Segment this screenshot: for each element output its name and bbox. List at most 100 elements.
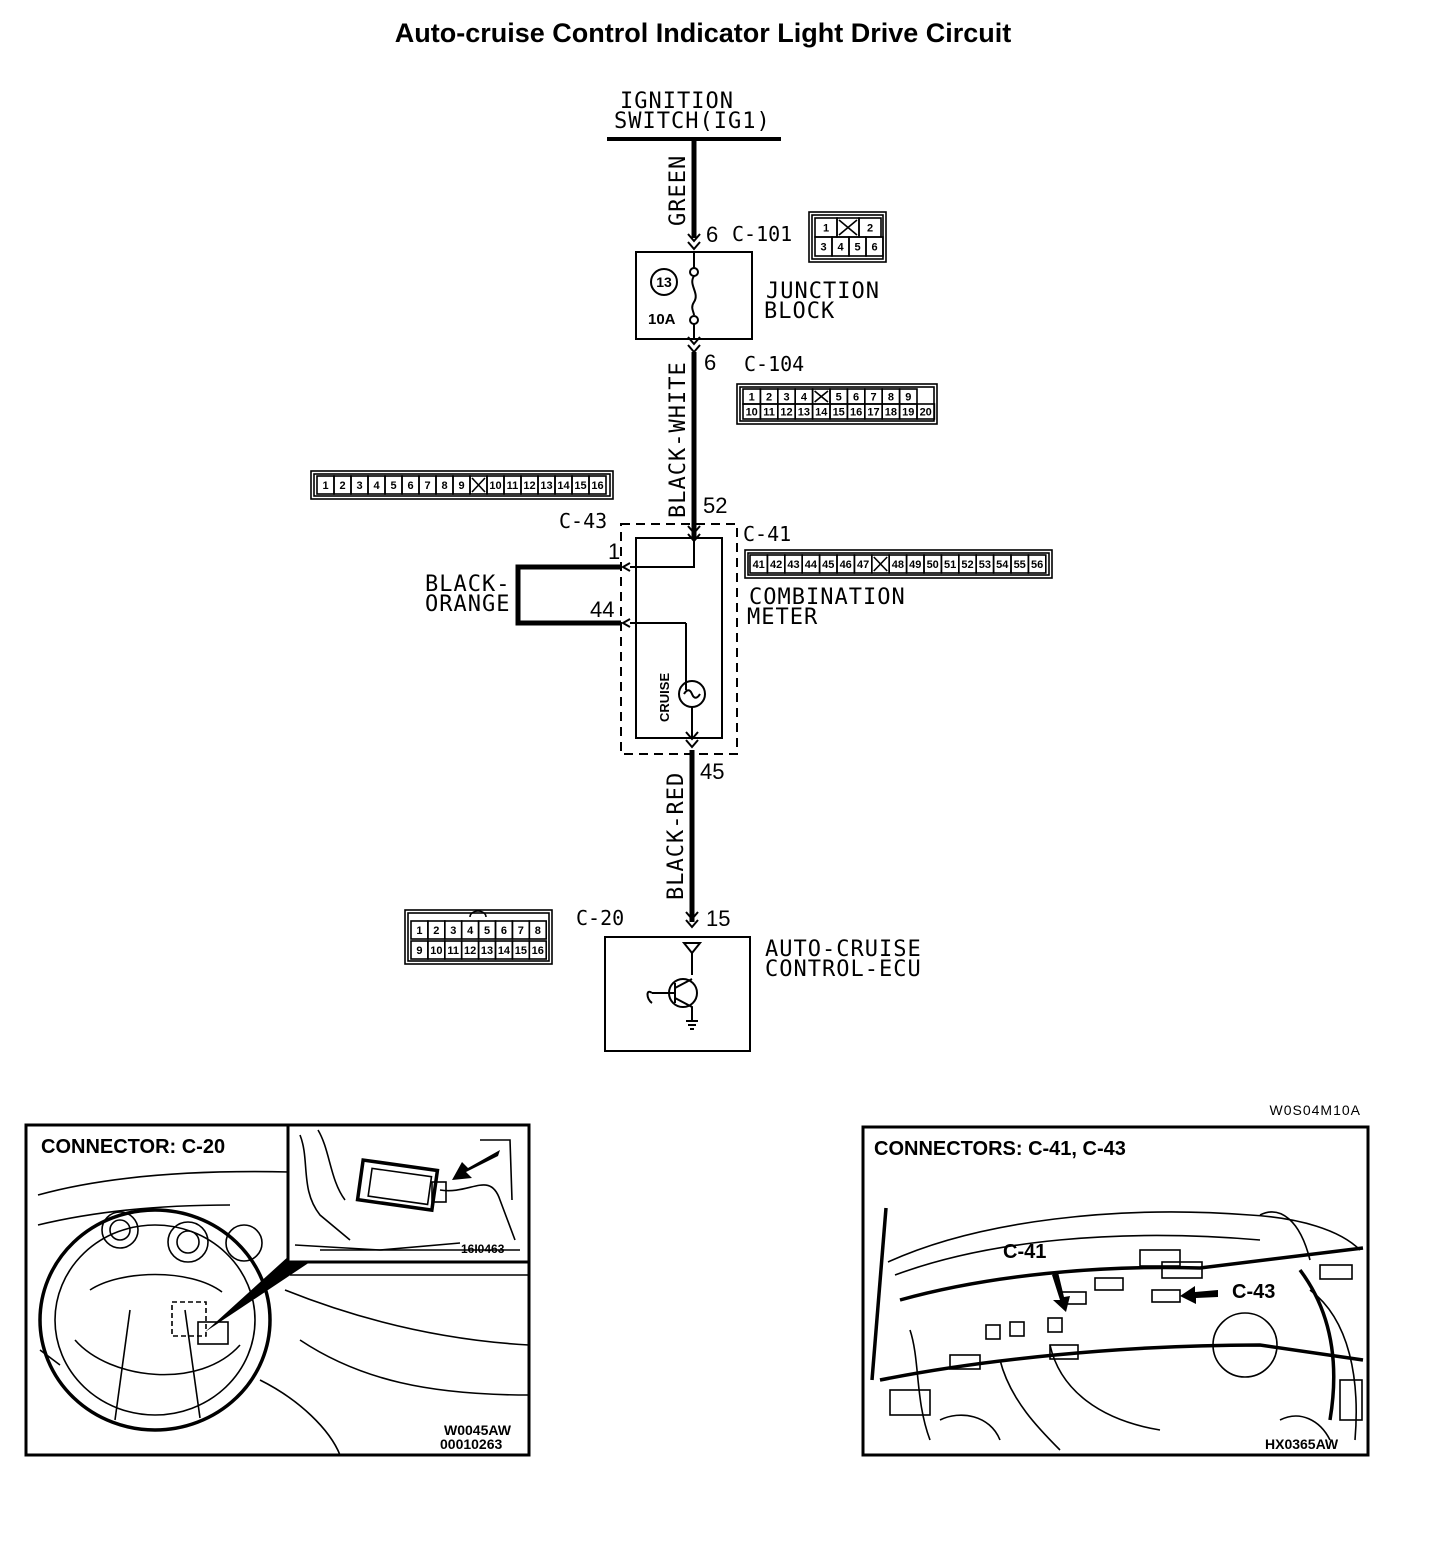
connector-pin-number: 49	[909, 559, 921, 571]
meter-label-line2: METER	[747, 605, 818, 630]
pin-44: 44	[590, 597, 614, 622]
connector-pin-number: 41	[753, 559, 765, 571]
connector-pin-number: 2	[339, 480, 345, 492]
connector-pin-number: 6	[407, 480, 413, 492]
wire-black-orange	[515, 564, 621, 626]
connector-pin-number: 6	[501, 925, 507, 937]
connector-pin-number: 14	[815, 407, 828, 419]
connector-pin-number: 55	[1014, 559, 1026, 571]
connector-cell	[588, 475, 607, 495]
connector-pin-number: 3	[450, 925, 456, 937]
connector-pin-number: 48	[892, 559, 904, 571]
connector-pin-number: 7	[424, 480, 430, 492]
ignition-switch: IGNITION SWITCH(IG1)	[607, 89, 781, 141]
combination-meter: CRUISE 1 44 COMBINATION METER	[590, 523, 906, 755]
pin-52: 52	[703, 493, 727, 518]
fuse-terminal-top	[689, 267, 699, 277]
panel-left-code2: 00010263	[440, 1436, 503, 1452]
connector-pin-number: 15	[515, 945, 527, 957]
inset-arrow-icon	[452, 1150, 500, 1180]
connector-pin-number: 8	[888, 392, 894, 404]
connector-cell	[916, 403, 936, 420]
auto-cruise-ecu: AUTO-CRUISE CONTROL-ECU	[604, 936, 922, 1052]
connector-pin-number: 5	[854, 242, 860, 254]
connector-pin-number: 19	[902, 407, 914, 419]
blank-pin-mark	[471, 477, 486, 493]
connector-pin-number: 1	[749, 392, 755, 404]
connector-pin-number: 47	[857, 559, 869, 571]
ecu-label-line2: CONTROL-ECU	[765, 957, 922, 982]
connector-pin-number: 14	[498, 945, 511, 957]
connector-pin-number: 12	[780, 407, 792, 419]
diagram-title: Auto-cruise Control Indicator Light Driv…	[395, 18, 1012, 48]
ignition-label-line2: SWITCH(IG1)	[614, 109, 771, 134]
blank-pin-mark	[873, 556, 888, 572]
arrow-c43-icon	[1180, 1286, 1218, 1304]
connector-pin-number: 4	[373, 480, 380, 492]
pin-1: 1	[608, 539, 620, 564]
panel-left-title: CONNECTOR: C-20	[41, 1136, 225, 1158]
connector-cell	[865, 236, 884, 257]
ecu-label-line1: AUTO-CRUISE	[765, 937, 922, 962]
wire-black-orange-label-line2: ORANGE	[425, 592, 510, 617]
connector-pin-number: 52	[961, 559, 973, 571]
connector-pin-number: 11	[763, 407, 775, 419]
arrow-c41-icon	[1052, 1272, 1070, 1312]
connector-pin-number: 6	[871, 242, 877, 254]
pin-6-c101: 6	[706, 222, 718, 247]
cruise-lamp-label: CRUISE	[657, 673, 672, 722]
connector-pin-number: 14	[557, 480, 570, 492]
connector-pin-number: 2	[867, 223, 873, 235]
connector-label-c41: C-41	[743, 522, 791, 546]
panel-connectors-c41-c43: CONNECTORS: C-41, C-43	[861, 1125, 1370, 1457]
connector-pin-number: 18	[885, 407, 897, 419]
steering-wheel-sketch	[38, 1208, 272, 1432]
connector-pin-number: 6	[853, 392, 859, 404]
label-c43: C-43	[1232, 1281, 1275, 1303]
connector-pin-number: 8	[441, 480, 447, 492]
connector-pin-number: 53	[979, 559, 991, 571]
connector-pin-number: 3	[356, 480, 362, 492]
connector-pin-number: 4	[801, 392, 808, 404]
instrument-panel-sketch	[870, 1207, 1364, 1451]
connector-pin-number: 11	[507, 480, 519, 492]
connector-pin-number: 9	[458, 480, 464, 492]
meter-inner-box	[635, 537, 723, 739]
meter-label-line1: COMBINATION	[749, 585, 906, 610]
connector-pin-number: 11	[447, 945, 459, 957]
fuse-terminal-bottom	[689, 315, 699, 325]
fuse-rating: 10A	[648, 311, 676, 328]
panel-connector-c20: CONNECTOR: C-20	[24, 1123, 531, 1457]
connector-pin-number: 2	[766, 392, 772, 404]
inset-code: 16I0463	[461, 1242, 505, 1256]
connector-pin-number: 45	[822, 559, 834, 571]
wire-black-white-label: BLACK-WHITE	[666, 361, 691, 518]
pin-45: 45	[700, 759, 724, 784]
connector-cell	[1027, 554, 1047, 574]
connector-pin-number: 13	[481, 945, 493, 957]
connector-pin-number: 1	[416, 925, 422, 937]
connector-pin-number: 43	[787, 559, 799, 571]
connector-pin-number: 1	[823, 223, 829, 235]
connector-cell	[528, 940, 547, 960]
panel-left-code1: W0045AW	[444, 1422, 512, 1438]
fuse-number-circle	[650, 268, 678, 296]
panel-right-title: CONNECTORS: C-41, C-43	[874, 1138, 1126, 1160]
connector-pin-number: 7	[870, 392, 876, 404]
junction-block: 13 10A JUNCTION BLOCK	[635, 251, 879, 340]
pointer-wedge	[205, 1255, 310, 1332]
connector-pin-number: 5	[390, 480, 396, 492]
connector-pin-number: 51	[944, 559, 956, 571]
connector-label-c43: C-43	[559, 509, 607, 533]
connector-pin-number: 17	[867, 407, 879, 419]
connector-pin-number: 13	[798, 407, 810, 419]
connector-pin-number: 3	[820, 242, 826, 254]
meter-outline-dashed	[620, 523, 738, 755]
wire-black-red-label: BLACK-RED	[664, 772, 689, 900]
connector-pin-number: 15	[574, 480, 586, 492]
